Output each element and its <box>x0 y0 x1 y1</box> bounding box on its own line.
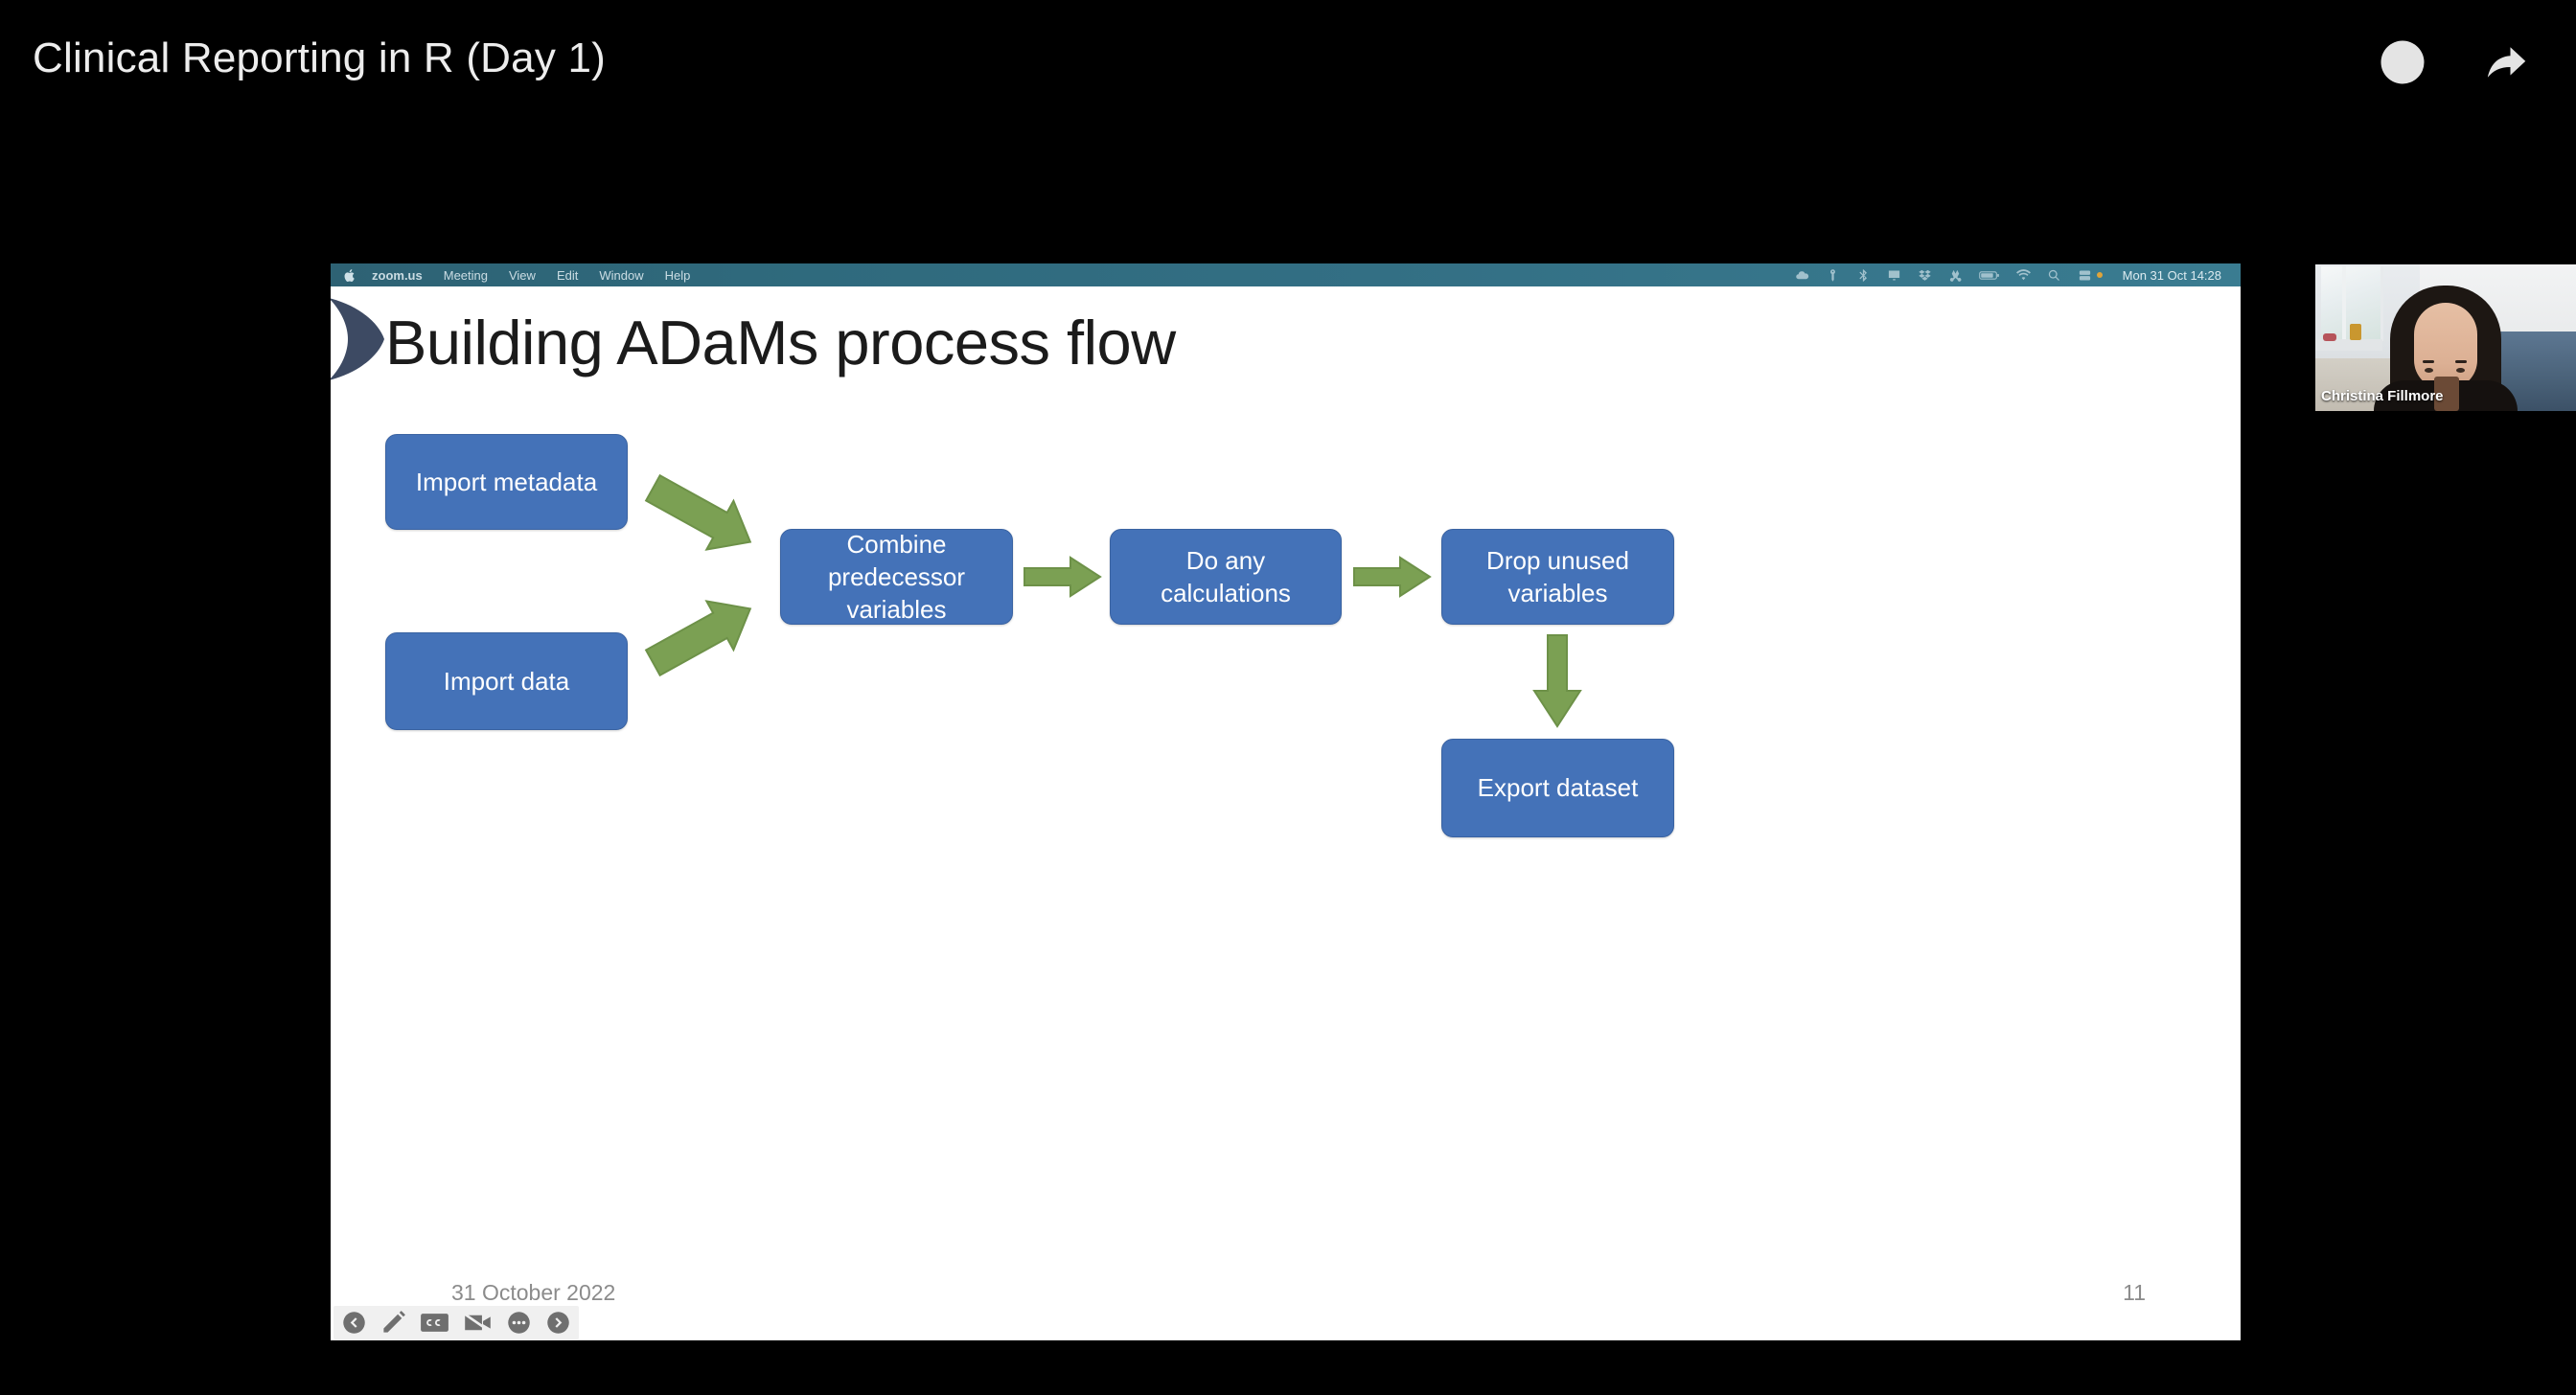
participant-name-label: Christina Fillmore <box>2321 388 2444 404</box>
menu-item-window[interactable]: Window <box>599 267 644 283</box>
slide-title: Building ADaMs process flow <box>385 308 1176 377</box>
share-icon[interactable] <box>2480 36 2532 88</box>
mac-status-area: Mon 31 Oct 14:28 <box>1795 268 2241 283</box>
closed-captions-icon[interactable] <box>420 1310 449 1336</box>
wifi-icon[interactable] <box>2015 268 2031 283</box>
slide-decoration-triangle-icon <box>331 298 384 380</box>
webcam-mug <box>2434 377 2459 411</box>
menu-item-meeting[interactable]: Meeting <box>443 267 488 283</box>
flow-box-label: Import data <box>443 666 570 696</box>
flow-box-label: Import metadata <box>415 467 598 496</box>
flow-box-import-metadata[interactable]: Import metadata <box>385 434 628 530</box>
arrow-drop-to-export-icon <box>1532 634 1582 728</box>
arrow-combine-to-calculations-icon <box>1024 556 1102 598</box>
mac-clock[interactable]: Mon 31 Oct 14:28 <box>2122 267 2221 283</box>
status-dot <box>2096 272 2103 278</box>
menu-item-view[interactable]: View <box>508 267 536 283</box>
flow-box-label: Drop unused variables <box>1486 545 1629 607</box>
bluetooth-icon[interactable] <box>1856 268 1871 283</box>
more-options-icon[interactable] <box>506 1310 532 1336</box>
key-icon[interactable] <box>1826 268 1840 283</box>
slide-number: 11 <box>2123 1280 2146 1305</box>
arrow-calculations-to-drop-icon <box>1353 556 1432 598</box>
menu-item-edit[interactable]: Edit <box>556 267 579 283</box>
clock-icon[interactable] <box>2377 36 2428 88</box>
webcam-person-eye-left <box>2425 368 2433 373</box>
arrow-metadata-to-combine-icon <box>644 473 752 551</box>
cloud-icon[interactable] <box>1795 268 1809 283</box>
flow-box-export-dataset[interactable]: Export dataset <box>1441 739 1674 837</box>
control-center-icon[interactable] <box>2078 268 2092 283</box>
webcam-jar <box>2350 324 2361 340</box>
webcam-thumbnail[interactable]: Christina Fillmore <box>2315 264 2576 411</box>
pen-icon[interactable] <box>380 1310 406 1336</box>
flow-box-import-data[interactable]: Import data <box>385 632 628 730</box>
search-icon[interactable] <box>2047 268 2061 283</box>
flow-box-label: Combine predecessor variables <box>827 529 966 625</box>
presenter-toolbar[interactable] <box>334 1306 579 1339</box>
camera-off-icon[interactable] <box>463 1310 493 1336</box>
flow-box-do-any-calculations[interactable]: Do any calculations <box>1110 529 1342 625</box>
menu-item-help[interactable]: Help <box>664 267 691 283</box>
page-title: Clinical Reporting in R (Day 1) <box>33 34 606 81</box>
webcam-person-brow-left <box>2423 360 2434 363</box>
flow-box-label: Export dataset <box>1477 773 1639 803</box>
flow-box-label: Do any calculations <box>1161 545 1291 607</box>
apple-icon[interactable] <box>344 268 356 283</box>
webcam-person-face <box>2414 303 2477 406</box>
menu-item-zoomus[interactable]: zoom.us <box>372 267 423 283</box>
slide-footer-date: 31 October 2022 <box>451 1280 616 1305</box>
dropbox-icon[interactable] <box>1918 268 1932 283</box>
previous-slide-icon[interactable] <box>341 1310 367 1336</box>
battery-icon[interactable] <box>1978 268 2000 283</box>
webcam-person-brow-right <box>2455 360 2467 363</box>
next-slide-icon[interactable] <box>545 1310 571 1336</box>
player-top-icons <box>2377 36 2532 88</box>
webcam-window-mullion <box>2342 266 2346 341</box>
arrow-data-to-combine-icon <box>644 600 752 677</box>
webcam-person-eye-right <box>2456 368 2465 373</box>
webcam-windowsill <box>2315 339 2382 351</box>
webcam-object <box>2323 333 2336 341</box>
display-icon[interactable] <box>1887 268 1901 283</box>
mac-menubar: zoom.us Meeting View Edit Window Help Mo… <box>331 263 2241 286</box>
scissors-icon[interactable] <box>1948 268 1963 283</box>
shared-screen[interactable]: zoom.us Meeting View Edit Window Help Mo… <box>331 263 2241 1340</box>
flow-box-drop-unused-variables[interactable]: Drop unused variables <box>1441 529 1674 625</box>
flow-box-combine-predecessor-variables[interactable]: Combine predecessor variables <box>780 529 1013 625</box>
